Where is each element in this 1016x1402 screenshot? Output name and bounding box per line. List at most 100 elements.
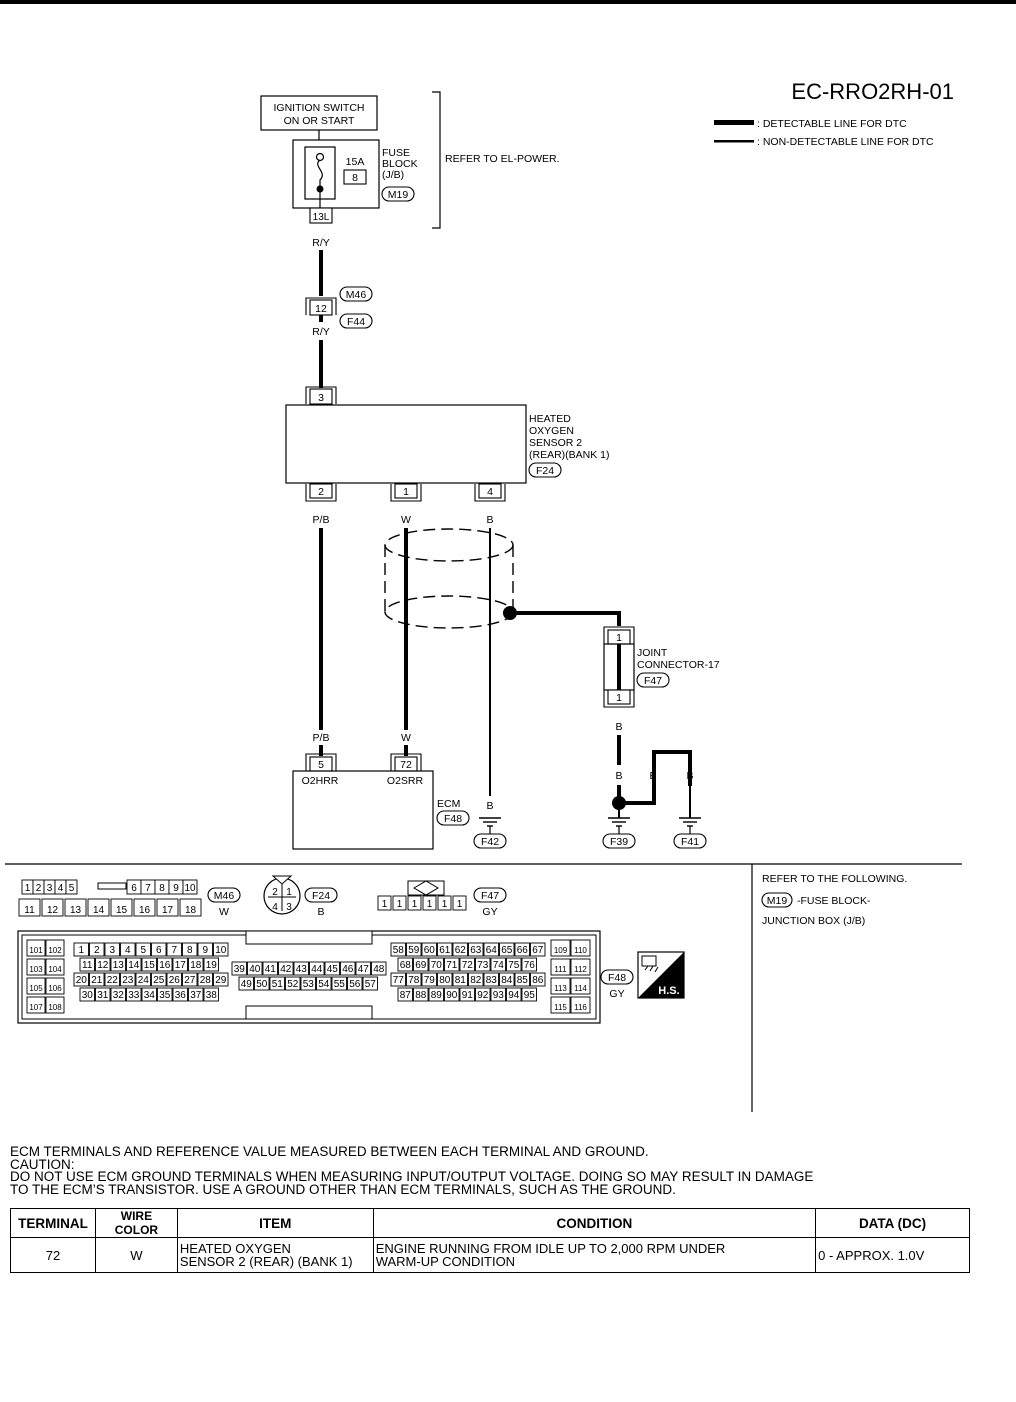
svg-text:91: 91 [462,990,474,1001]
ignition-switch-line1: IGNITION SWITCH [274,102,365,114]
svg-text:16: 16 [139,905,151,916]
svg-text:26: 26 [169,975,181,986]
cell-terminal: 72 [10,1237,96,1273]
f24-face-pin-1: 1 [286,887,292,898]
f48-pin-93: 93 [490,987,506,1002]
f48-pin-63: 63 [468,942,484,957]
ignition-switch-line2: ON OR START [284,115,355,127]
f47-tag-label: F47 [644,675,662,687]
wire-color-pb-lower: P/B [313,732,330,744]
connector-12-bracket [305,297,337,315]
svg-text:42: 42 [280,964,292,975]
f48-pin-114: 114 [570,977,591,995]
svg-text:75: 75 [508,960,520,971]
svg-text:10: 10 [184,883,196,894]
f48-pin-113: 113 [550,977,571,995]
svg-text:33: 33 [128,990,140,1001]
sensor-terminal-3-bracket [305,386,337,404]
f48-pin-25: 25 [151,972,167,987]
diagram-code: EC-RRO2RH-01 [791,79,954,104]
header-item: ITEM [176,1208,374,1238]
m46-pin-9: 9 [168,879,184,895]
f24-face-pin-3: 3 [286,902,292,913]
m46-pin-1: 1 [21,879,34,895]
m46-face-id: M46 [214,890,235,902]
header-terminal: TERMINAL [10,1208,96,1238]
f47-pin-4: 1 [422,895,437,911]
m46-pin-16: 16 [133,898,156,917]
f48-pin-83: 83 [483,972,499,987]
svg-text:29: 29 [215,975,227,986]
f48-face-id: F48 [608,972,626,984]
svg-text:16: 16 [159,960,171,971]
svg-text:108: 108 [48,1003,62,1012]
cell-item-line1: HEATED OXYGEN [179,1241,291,1256]
m46-tag-label: M46 [346,289,367,301]
f48-pin-55: 55 [331,976,347,991]
svg-text:15: 15 [144,960,156,971]
ecm-terminal-table: TERMINAL WIRE COLOR ITEM CONDITION DATA … [10,1208,970,1273]
svg-text:107: 107 [29,1003,43,1012]
f48-pin-24: 24 [135,972,151,987]
svg-text:1: 1 [382,899,388,910]
f44-tag-label: F44 [347,316,365,328]
f24-face-pin-4: 4 [272,902,278,913]
svg-text:51: 51 [272,979,284,990]
svg-text:73: 73 [477,960,489,971]
f48-face-outline [17,930,601,1024]
f48-pin-21: 21 [89,972,105,987]
refer-text1: -FUSE BLOCK- [797,895,871,907]
sensor-terminal-2-bracket [305,484,337,502]
f48-pin-94: 94 [506,987,522,1002]
svg-text:90: 90 [446,990,458,1001]
f48-pin-47: 47 [355,961,371,976]
svg-text:40: 40 [249,964,261,975]
f48-pin-102: 102 [45,939,65,957]
svg-text:92: 92 [477,990,489,1001]
svg-text:84: 84 [501,975,513,986]
svg-text:49: 49 [241,979,253,990]
f48-pin-53: 53 [300,976,316,991]
svg-text:5: 5 [69,883,75,894]
cell-item: HEATED OXYGEN SENSOR 2 (REAR) (BANK 1) [176,1237,374,1273]
heated-oxygen-sensor-box [285,404,527,484]
f48-pin-79: 79 [421,972,437,987]
ground-f39-tag [602,833,636,849]
svg-text:17: 17 [175,960,187,971]
f48-pin-60: 60 [421,942,437,957]
svg-text:105: 105 [29,984,43,993]
svg-text:38: 38 [206,990,218,1001]
f48-tag [436,810,470,826]
f48-pin-45: 45 [324,961,340,976]
f48-pin-67: 67 [530,942,546,957]
f48-pin-40: 40 [247,961,263,976]
m46-pin-6: 6 [126,879,142,895]
svg-text:89: 89 [431,990,443,1001]
f48-pin-57: 57 [362,976,378,991]
table-header-row: TERMINAL WIRE COLOR ITEM CONDITION DATA … [10,1208,970,1238]
svg-text:62: 62 [455,945,467,956]
svg-text:101: 101 [29,946,43,955]
f48-pin-111: 111 [550,958,571,976]
svg-text:12: 12 [47,905,59,916]
svg-text:2: 2 [36,883,42,894]
svg-text:11: 11 [82,960,93,971]
svg-text:4: 4 [58,883,64,894]
m46-tag [339,286,373,302]
m46-pin-15: 15 [110,898,133,917]
joint-terminal-top: 1 [616,632,622,644]
fuse-block-outline [292,139,380,209]
f48-face-color: GY [609,988,624,1000]
f48-pin-86: 86 [530,972,546,987]
svg-text:70: 70 [431,960,443,971]
svg-text:6: 6 [156,945,162,956]
ground-f41-label: F41 [681,836,699,848]
notes-heading: ECM TERMINALS AND REFERENCE VALUE MEASUR… [10,1144,649,1159]
refer-m19-label: M19 [767,895,788,907]
ecm-label: ECM [437,798,460,810]
svg-text:65: 65 [501,945,513,956]
m46-pin-10: 10 [182,879,198,895]
f24-tag [528,462,562,478]
fuse-terminal-number: 13L [313,212,330,223]
